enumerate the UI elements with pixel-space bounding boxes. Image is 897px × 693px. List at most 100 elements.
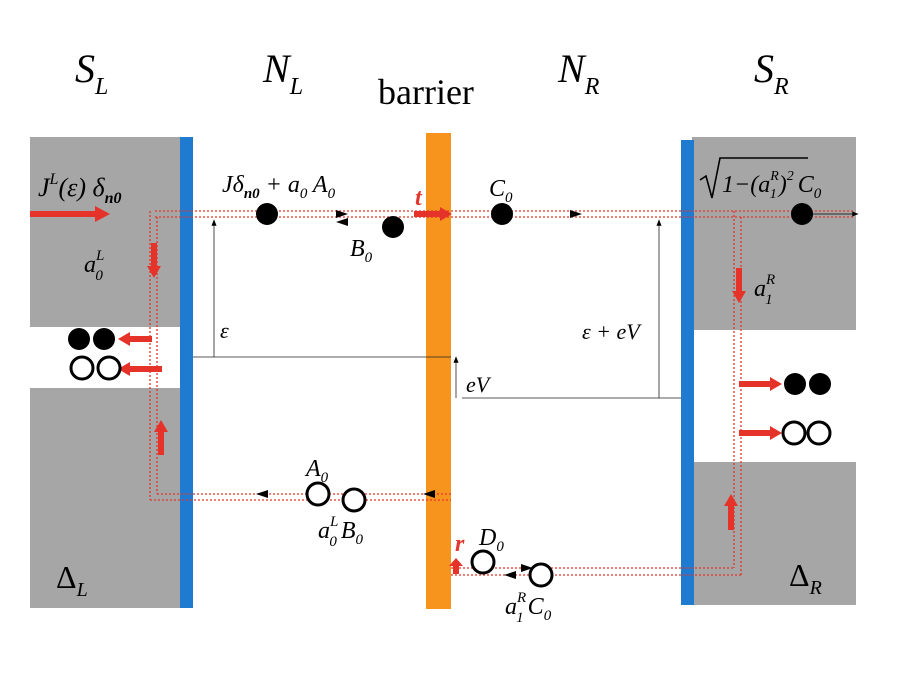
pair-out-top-arrow <box>118 332 152 346</box>
label-r: r <box>455 531 465 557</box>
label-aR1C0-Csub: 0 <box>544 608 552 624</box>
hole-A0 <box>305 481 331 507</box>
header-n-right-sub: R <box>584 74 600 100</box>
electron-transmitted <box>791 203 813 225</box>
svg-text:aL0: aL0 <box>84 248 104 284</box>
pair-in-bottom-arrow <box>739 426 782 440</box>
svg-text:NL: NL <box>262 46 303 100</box>
electron-B0 <box>382 216 404 238</box>
label-jdelta: Jδ <box>222 172 245 198</box>
label-aL0: a <box>84 252 96 278</box>
hole-pair-left-2 <box>96 355 122 381</box>
svg-text:aR1: aR 1 <box>754 272 775 308</box>
label-eps-plus-ev: ε + eV <box>582 319 642 344</box>
label-aL0-sup: L <box>95 248 104 264</box>
label-ev: eV <box>466 372 492 397</box>
r-arrow <box>449 558 463 574</box>
svg-text:C0: C0 <box>489 176 513 206</box>
svg-text:1−(aR1)2C0: 1−(aR1)2C0 <box>722 169 822 202</box>
header-labels: SL NL barrier NR SR <box>75 46 789 112</box>
svg-text:JL(ε) δn0: JL(ε) δn0 <box>38 171 122 207</box>
cooper-left-1 <box>68 328 90 350</box>
label-aL0B0-B: B <box>341 518 356 544</box>
delta-right-sub: R <box>809 577 822 599</box>
label-sqrt-close: ) <box>777 172 787 198</box>
label-C0-sub: 0 <box>505 190 513 206</box>
incoming-arrow <box>30 206 110 222</box>
left-superconductor-top <box>30 137 182 327</box>
label-A0: A <box>304 456 321 482</box>
header-s-left-sub: L <box>94 74 108 100</box>
label-aR1C0-sub: 1 <box>516 610 524 626</box>
svg-text:SR: SR <box>754 46 789 100</box>
pair-in-top-arrow <box>739 377 782 391</box>
electron-jdelta <box>256 203 278 225</box>
hole-pair-left-1 <box>69 355 95 381</box>
label-sqrt-sup: R <box>769 169 779 184</box>
label-aL0B0-sup: L <box>329 514 338 530</box>
label-aR1: a <box>754 276 766 302</box>
label-J-rest: (ε) δ <box>58 173 105 202</box>
label-aR1-sup: R <box>765 272 775 288</box>
svg-text:A0: A0 <box>304 456 329 486</box>
label-aL0B0-sub: 0 <box>329 534 337 550</box>
svg-text:SL: SL <box>75 46 108 100</box>
label-t: t <box>415 185 423 211</box>
label-J-sup: L <box>49 171 59 188</box>
label-jdelta-A-sub: 0 <box>328 186 336 202</box>
label-B0-sub: 0 <box>365 250 373 266</box>
label-sqrt-sub: 1 <box>770 187 777 202</box>
label-epsilon: ε <box>220 318 229 343</box>
up-arrow-right <box>724 494 738 530</box>
svg-text:NR: NR <box>557 46 600 100</box>
cooper-left-2 <box>93 328 115 350</box>
hole-aR1C0 <box>528 562 554 588</box>
sqrt-sign <box>699 157 808 199</box>
red-arrows <box>30 206 782 574</box>
label-C0: C <box>489 176 506 202</box>
label-jdelta-a-sub: 0 <box>300 186 308 202</box>
header-n-left: N <box>262 46 292 91</box>
svg-text:ΔR: ΔR <box>789 557 822 599</box>
hole-pair-right-1 <box>781 420 807 446</box>
header-s-right-sub: R <box>773 74 789 100</box>
cooper-right-2 <box>809 373 831 395</box>
holes <box>69 355 832 588</box>
label-B0: B <box>350 236 365 262</box>
label-sqrt-C: C <box>798 172 815 198</box>
electrons <box>68 203 831 395</box>
right-interface <box>681 140 694 605</box>
electron-C0 <box>491 203 513 225</box>
label-J: J <box>38 173 51 202</box>
svg-text:D0: D0 <box>478 525 504 555</box>
label-D0: D <box>478 525 496 551</box>
path-direction-arrows <box>256 210 582 579</box>
header-s-left: S <box>75 46 95 91</box>
svg-text:ΔL: ΔL <box>56 559 88 601</box>
left-superconductor-bottom <box>30 388 182 608</box>
hole-aL0B0 <box>341 487 367 513</box>
aL0-down-arrow <box>147 243 161 278</box>
pair-out-bottom-arrow <box>118 362 162 376</box>
t-arrow <box>414 207 452 221</box>
label-aR1-sub: 1 <box>765 292 773 308</box>
svg-text:Jδn0 + a0 A0: Jδn0 + a0 A0 <box>222 172 336 202</box>
label-sqrt-C-sub: 0 <box>814 186 822 202</box>
delta-right: Δ <box>789 557 810 593</box>
label-sqrt-expr: 1−(a <box>722 172 770 198</box>
label-aR1C0-sup: R <box>516 590 526 606</box>
label-jdelta-A: A <box>307 172 328 198</box>
barrier <box>426 133 451 609</box>
hole-pair-right-2 <box>806 420 832 446</box>
header-n-left-sub: L <box>289 74 303 100</box>
delta-left: Δ <box>56 559 77 595</box>
header-s-right: S <box>754 46 774 91</box>
right-superconductor-top <box>692 137 856 330</box>
label-aR1C0-C: C <box>528 594 545 620</box>
header-n-right: N <box>557 46 587 91</box>
header-barrier: barrier <box>378 72 474 112</box>
